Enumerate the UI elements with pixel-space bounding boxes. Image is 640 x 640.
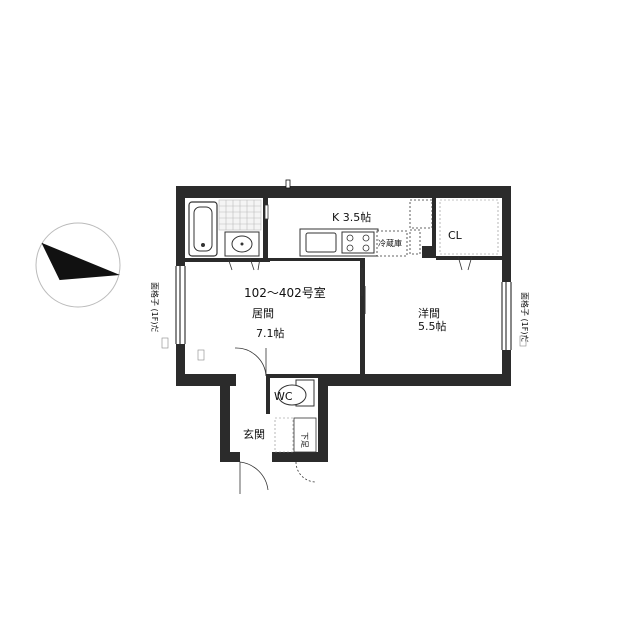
bathtub — [188, 201, 218, 257]
wash-basin — [224, 231, 260, 257]
bath-doors — [227, 204, 269, 271]
compass-icon — [35, 222, 121, 308]
entrance-door — [234, 347, 317, 494]
kitchen-label: K 3.5帖 — [332, 211, 371, 224]
shoe-box-label: 下足 — [300, 432, 309, 448]
window-note-left: 面格子 (1F)だ — [150, 282, 160, 332]
kitchen-counter — [299, 228, 379, 257]
sliding-door — [361, 268, 366, 314]
western-room-name: 洋間 — [418, 306, 440, 320]
fridge-label: 冷蔵庫 — [378, 238, 402, 248]
closet-label: CL — [448, 229, 463, 242]
fridge-space — [376, 230, 408, 257]
western-room-size: 5.5帖 — [418, 320, 447, 333]
shower-floor — [218, 199, 262, 231]
shoe-box — [274, 417, 317, 453]
closet-shelf — [439, 199, 499, 271]
entrance-label: 玄関 — [243, 427, 265, 441]
toilet-label: WC — [274, 390, 293, 403]
unit-label: 102～402号室 — [244, 285, 326, 300]
window-note-right: 面格子 (1F)だ — [520, 292, 530, 342]
living-room-name: 居間 — [252, 307, 274, 320]
toilet — [277, 379, 315, 407]
living-room-size: 7.1帖 — [256, 327, 285, 340]
interior-walls — [185, 198, 502, 414]
windows — [175, 179, 512, 350]
washer-space — [409, 199, 433, 255]
fixture-marks — [161, 335, 527, 361]
